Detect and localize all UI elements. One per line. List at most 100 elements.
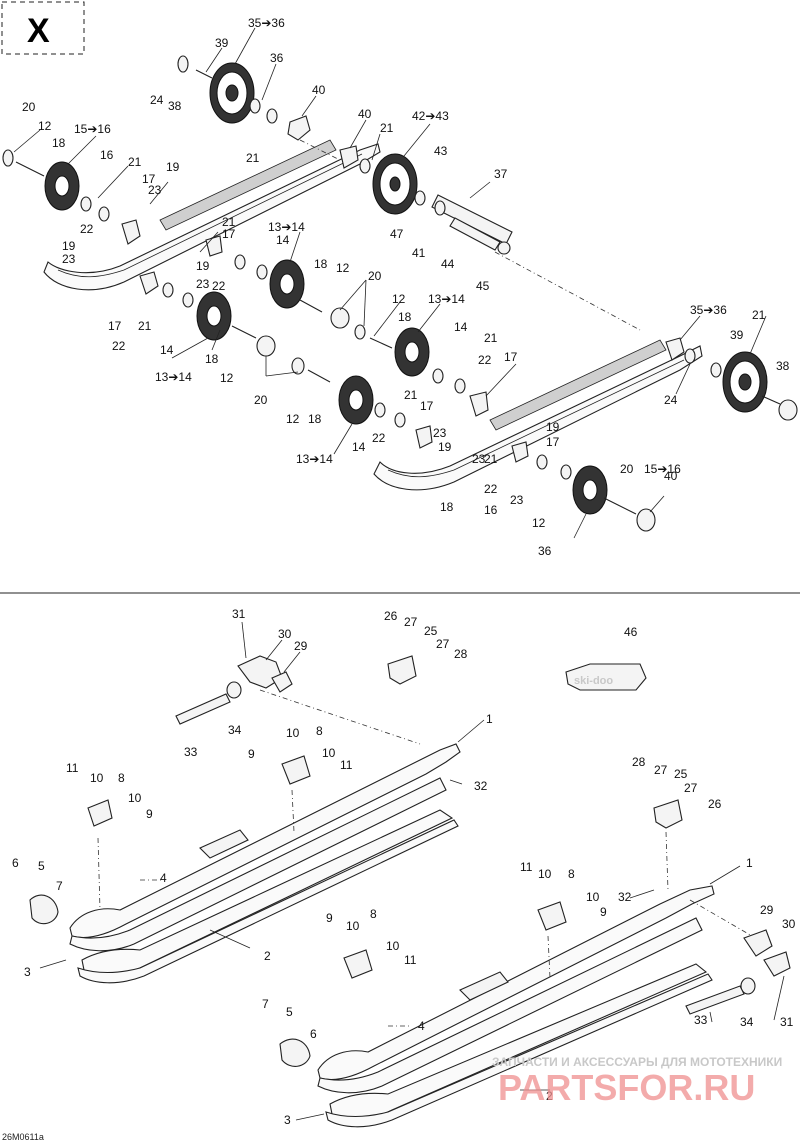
- upper-callout: 17: [504, 350, 518, 364]
- lower-callout: 33: [694, 1013, 708, 1027]
- upper-callout: 21: [404, 388, 418, 402]
- watermark: ЗАПЧАСТИ И АКСЕССУАРЫ ДЛЯ МОТОТЕХНИКИ PA…: [492, 1055, 782, 1108]
- upper-callout: 40: [358, 107, 372, 121]
- lower-callout: 9: [248, 747, 255, 761]
- upper-callout: 17: [420, 399, 434, 413]
- lower-callout: 5: [286, 1005, 293, 1019]
- lower-callout: 27: [654, 763, 668, 777]
- lower-callout: 1: [486, 712, 493, 726]
- lower-callout: 27: [404, 615, 418, 629]
- upper-callout: 44: [441, 257, 455, 271]
- upper-callout: 22: [484, 482, 498, 496]
- upper-callout: 23: [433, 426, 447, 440]
- lower-callout: 25: [424, 624, 438, 638]
- upper-callout: 14: [352, 440, 366, 454]
- upper-callout: 36: [270, 51, 284, 65]
- upper-callout: 35➔36: [248, 16, 285, 30]
- upper-callout: 12: [220, 371, 234, 385]
- upper-callout: 40: [664, 469, 678, 483]
- upper-callout: 13➔14: [268, 220, 305, 234]
- lower-callout: 8: [370, 907, 377, 921]
- upper-callout: 18: [308, 412, 322, 426]
- upper-callout: 37: [494, 167, 508, 181]
- lower-callout: 10: [128, 791, 142, 805]
- upper-callout: 12: [392, 292, 406, 306]
- upper-callout: 14: [276, 233, 290, 247]
- end-caps: [256, 307, 798, 532]
- lower-callout: 11: [404, 953, 417, 967]
- upper-callout: 13➔14: [428, 292, 465, 306]
- lower-callout: 9: [600, 905, 607, 919]
- upper-callout: 22: [80, 222, 94, 236]
- upper-callout: 19: [196, 259, 210, 273]
- upper-callout: 19: [62, 239, 76, 253]
- lower-callout: 4: [160, 871, 167, 885]
- upper-callout: 23: [196, 277, 210, 291]
- upper-callout: 15➔16: [74, 122, 111, 136]
- idler-wheel-right: [722, 351, 768, 413]
- idler-wheel-top-left: [209, 62, 255, 124]
- lower-callout: 10: [90, 771, 104, 785]
- upper-callout: 13➔14: [296, 452, 333, 466]
- upper-callout: 42➔43: [412, 109, 449, 123]
- upper-callout: 41: [412, 246, 426, 260]
- lower-callout: 10: [322, 746, 336, 760]
- lower-callout: 11: [66, 761, 79, 775]
- upper-callout: 39: [730, 328, 744, 342]
- upper-callout: 39: [215, 36, 229, 50]
- lower-callout: 26: [384, 609, 398, 623]
- lower-callout: 2: [264, 949, 271, 963]
- lower-callout: 6: [12, 856, 19, 870]
- upper-callout: 20: [22, 100, 36, 114]
- idler-wheel-top-mid: [372, 153, 418, 215]
- lower-callout: 9: [326, 911, 333, 925]
- upper-callout: 18: [440, 500, 454, 514]
- upper-frame-drawing: [2, 27, 798, 539]
- upper-callout: 36: [538, 544, 552, 558]
- upper-callout: 13➔14: [155, 370, 192, 384]
- lower-callout: 10: [286, 726, 300, 740]
- upper-callout: 21: [752, 308, 766, 322]
- lower-callout: 29: [760, 903, 774, 917]
- lower-callout: 7: [262, 997, 269, 1011]
- upper-callout: 47: [390, 227, 404, 241]
- lower-callout: 9: [146, 807, 153, 821]
- upper-callout: 40: [312, 83, 326, 97]
- upper-callout: 18: [205, 352, 219, 366]
- lower-callout: 11: [520, 860, 533, 874]
- lower-callout: 8: [568, 867, 575, 881]
- upper-callout: 45: [476, 279, 490, 293]
- lower-callout: 25: [674, 767, 688, 781]
- upper-callout: 16: [484, 503, 498, 517]
- leader-lines-upper: [13, 27, 767, 539]
- upper-callout: 38: [168, 99, 182, 113]
- upper-callout: 16: [100, 148, 114, 162]
- upper-callout: 17: [108, 319, 122, 333]
- lower-callout: 10: [386, 939, 400, 953]
- upper-callout: 20: [254, 393, 268, 407]
- upper-callout: 23: [62, 252, 76, 266]
- lower-callout: 28: [632, 755, 646, 769]
- lower-callout: 29: [294, 639, 308, 653]
- lower-callout: 4: [418, 1019, 425, 1033]
- upper-callout: 43: [434, 144, 448, 158]
- upper-callout: 23: [472, 452, 486, 466]
- lower-callout: 46: [624, 625, 638, 639]
- lower-callout: 28: [454, 647, 468, 661]
- figure-label: X: [1, 1, 85, 55]
- lower-callout: 26: [708, 797, 722, 811]
- watermark-tagline: ЗАПЧАСТИ И АКСЕССУАРЫ ДЛЯ МОТОТЕХНИКИ: [492, 1055, 782, 1069]
- upper-callout: 12: [336, 261, 350, 275]
- upper-callout: 18: [52, 136, 66, 150]
- upper-callout: 21: [246, 151, 260, 165]
- lower-callout: 30: [278, 627, 292, 641]
- lower-callout: 30: [782, 917, 796, 931]
- upper-callout: 12: [532, 516, 546, 530]
- upper-callout: 19: [166, 160, 180, 174]
- upper-callout: 23: [510, 493, 524, 507]
- upper-callout: 12: [38, 119, 52, 133]
- figure-letter: X: [27, 12, 50, 50]
- lower-callout: 5: [38, 859, 45, 873]
